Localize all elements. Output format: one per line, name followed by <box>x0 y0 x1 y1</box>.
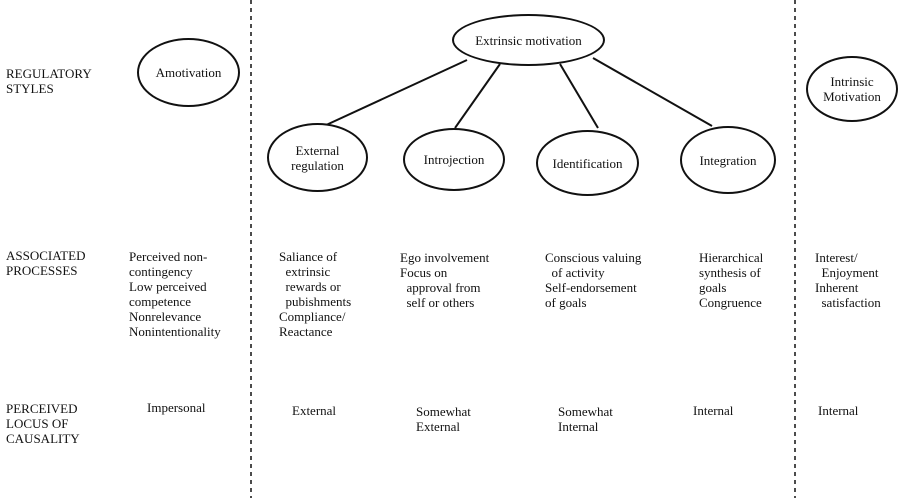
locus-integration: Internal <box>693 403 734 418</box>
locus-amotivation: Impersonal <box>147 400 206 415</box>
locus-identification: Somewhat Internal <box>558 404 613 434</box>
processes-external-regulation: Saliance of extrinsic rewards or pubishm… <box>279 249 352 339</box>
node-introjection: Introjection <box>403 128 505 191</box>
connector-identification <box>559 63 599 129</box>
connector-external-regulation <box>323 59 468 127</box>
row-label-associated-processes: ASSOCIATED PROCESSES <box>6 248 86 278</box>
processes-identification: Conscious valuing of activity Self-endor… <box>545 250 642 310</box>
processes-intrinsic: Interest/ Enjoyment Inherent satisfactio… <box>815 250 881 310</box>
processes-introjection: Ego involvement Focus on approval from s… <box>400 250 490 310</box>
row-label-perceived-locus: PERCEIVED LOCUS OF CAUSALITY <box>6 401 80 446</box>
node-amotivation: Amotivation <box>137 38 240 107</box>
connector-integration <box>592 57 713 127</box>
node-external-regulation: External regulation <box>267 123 368 192</box>
row-label-regulatory-styles: REGULATORY STYLES <box>6 66 92 96</box>
connector-introjection <box>454 63 501 129</box>
node-intrinsic-motivation: Intrinsic Motivation <box>806 56 898 122</box>
locus-introjection: Somewhat External <box>416 404 471 434</box>
processes-integration: Hierarchical synthesis of goals Congruen… <box>699 250 764 310</box>
node-identification: Identification <box>536 130 639 196</box>
node-extrinsic-motivation: Extrinsic motivation <box>452 14 605 66</box>
locus-external-regulation: External <box>292 403 337 418</box>
locus-intrinsic: Internal <box>818 403 859 418</box>
node-integration: Integration <box>680 126 776 194</box>
processes-amotivation: Perceived non- contingency Low perceived… <box>129 249 221 339</box>
